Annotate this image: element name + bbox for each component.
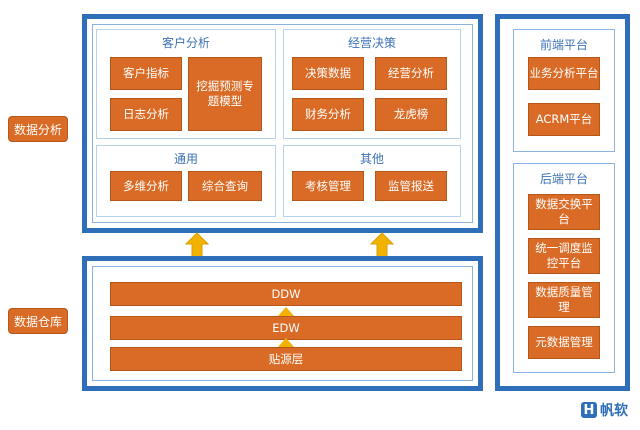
box-business-analysis: 经营分析 xyxy=(375,57,447,90)
business-decision-title: 经营决策 xyxy=(347,36,396,50)
box-financial-analysis: 财务分析 xyxy=(292,98,364,131)
box-data-quality-management: 数据质量管理 xyxy=(528,282,600,318)
box-regulatory-reporting: 监管报送 xyxy=(375,171,447,201)
backend-platform-title: 后端平台 xyxy=(539,172,588,186)
side-label-data-analysis: 数据分析 xyxy=(8,116,68,142)
frontend-platform-title: 前端平台 xyxy=(539,38,588,52)
box-assessment-management: 考核管理 xyxy=(292,171,364,201)
box-multidimensional-analysis: 多维分析 xyxy=(110,171,182,201)
layer-ddw: DDW xyxy=(110,282,462,306)
box-scheduling-monitoring-platform: 统一调度监控平台 xyxy=(528,238,600,274)
up-arrow-right xyxy=(370,232,394,258)
box-business-analysis-platform: 业务分析平台 xyxy=(528,57,600,90)
small-up-arrow-edw xyxy=(278,338,294,347)
layer-edw: EDW xyxy=(110,316,462,340)
box-log-analysis: 日志分析 xyxy=(110,98,182,131)
box-comprehensive-query: 综合查询 xyxy=(188,171,262,201)
box-decision-data: 决策数据 xyxy=(292,57,364,90)
fanruan-logo-text: 帆软 xyxy=(600,403,628,419)
up-arrow-left xyxy=(185,232,209,258)
box-mining-prediction-model: 挖掘预测专题模型 xyxy=(188,57,262,131)
customer-analysis-title: 客户分析 xyxy=(161,36,210,50)
box-data-exchange-platform: 数据交换平台 xyxy=(528,194,600,230)
box-customer-metrics: 客户指标 xyxy=(110,57,182,90)
general-title: 通用 xyxy=(173,152,198,166)
box-acrm-platform: ACRM平台 xyxy=(528,103,600,136)
fanruan-logo-icon: H xyxy=(581,402,597,418)
box-leaderboard: 龙虎榜 xyxy=(375,98,447,131)
small-up-arrow-ddw xyxy=(278,307,294,316)
box-metadata-management: 元数据管理 xyxy=(528,326,600,359)
other-title: 其他 xyxy=(359,152,384,166)
layer-source: 贴源层 xyxy=(110,347,462,371)
side-label-data-warehouse: 数据仓库 xyxy=(8,308,68,334)
